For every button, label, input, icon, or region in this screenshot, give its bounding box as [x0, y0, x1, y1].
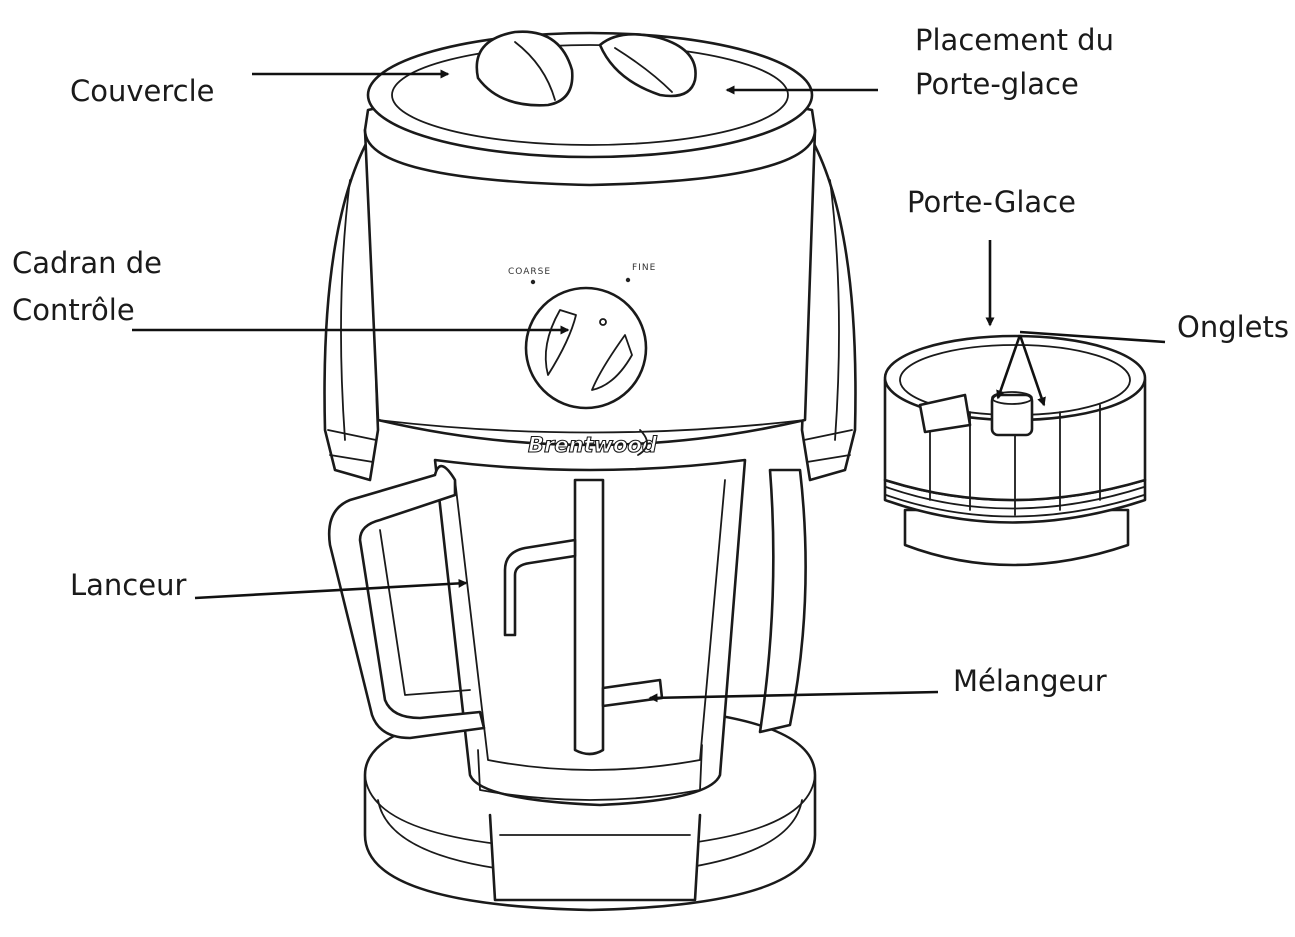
label-onglets: Onglets: [1177, 310, 1289, 344]
label-placement-line1: Placement du: [915, 23, 1114, 57]
ice-holder: [883, 334, 1147, 567]
dial-fine-label: FINE: [632, 263, 656, 273]
label-melangeur: Mélangeur: [953, 664, 1107, 698]
label-lanceur: Lanceur: [70, 568, 186, 602]
arrow-onglets-right: [1018, 334, 1046, 407]
callout-arrows: [132, 69, 1166, 703]
labels: Couvercle Placement du Porte-glace Porte…: [12, 23, 1289, 698]
arrow-onglets-bar: [1019, 330, 1166, 344]
mixer-shaft: [503, 478, 664, 756]
label-placement-line2: Porte-glace: [915, 67, 1079, 101]
control-dial: COARSE FINE: [508, 263, 656, 410]
label-cadran-line1: Cadran de: [12, 246, 162, 280]
brand-logo: Brentwood: [528, 433, 658, 457]
label-porte-glace: Porte-Glace: [907, 185, 1076, 219]
ice-shaver-body: COARSE FINE Brentwood: [323, 30, 857, 912]
arrow-melangeur: [648, 690, 939, 703]
dial-coarse-label: COARSE: [508, 267, 551, 277]
arrow-lanceur: [194, 578, 468, 600]
label-cadran-line2: Contrôle: [12, 293, 135, 327]
arrow-onglets-left: [996, 334, 1022, 400]
pitcher-handle: [327, 464, 486, 740]
lid: [366, 30, 814, 159]
label-couvercle: Couvercle: [70, 74, 215, 108]
